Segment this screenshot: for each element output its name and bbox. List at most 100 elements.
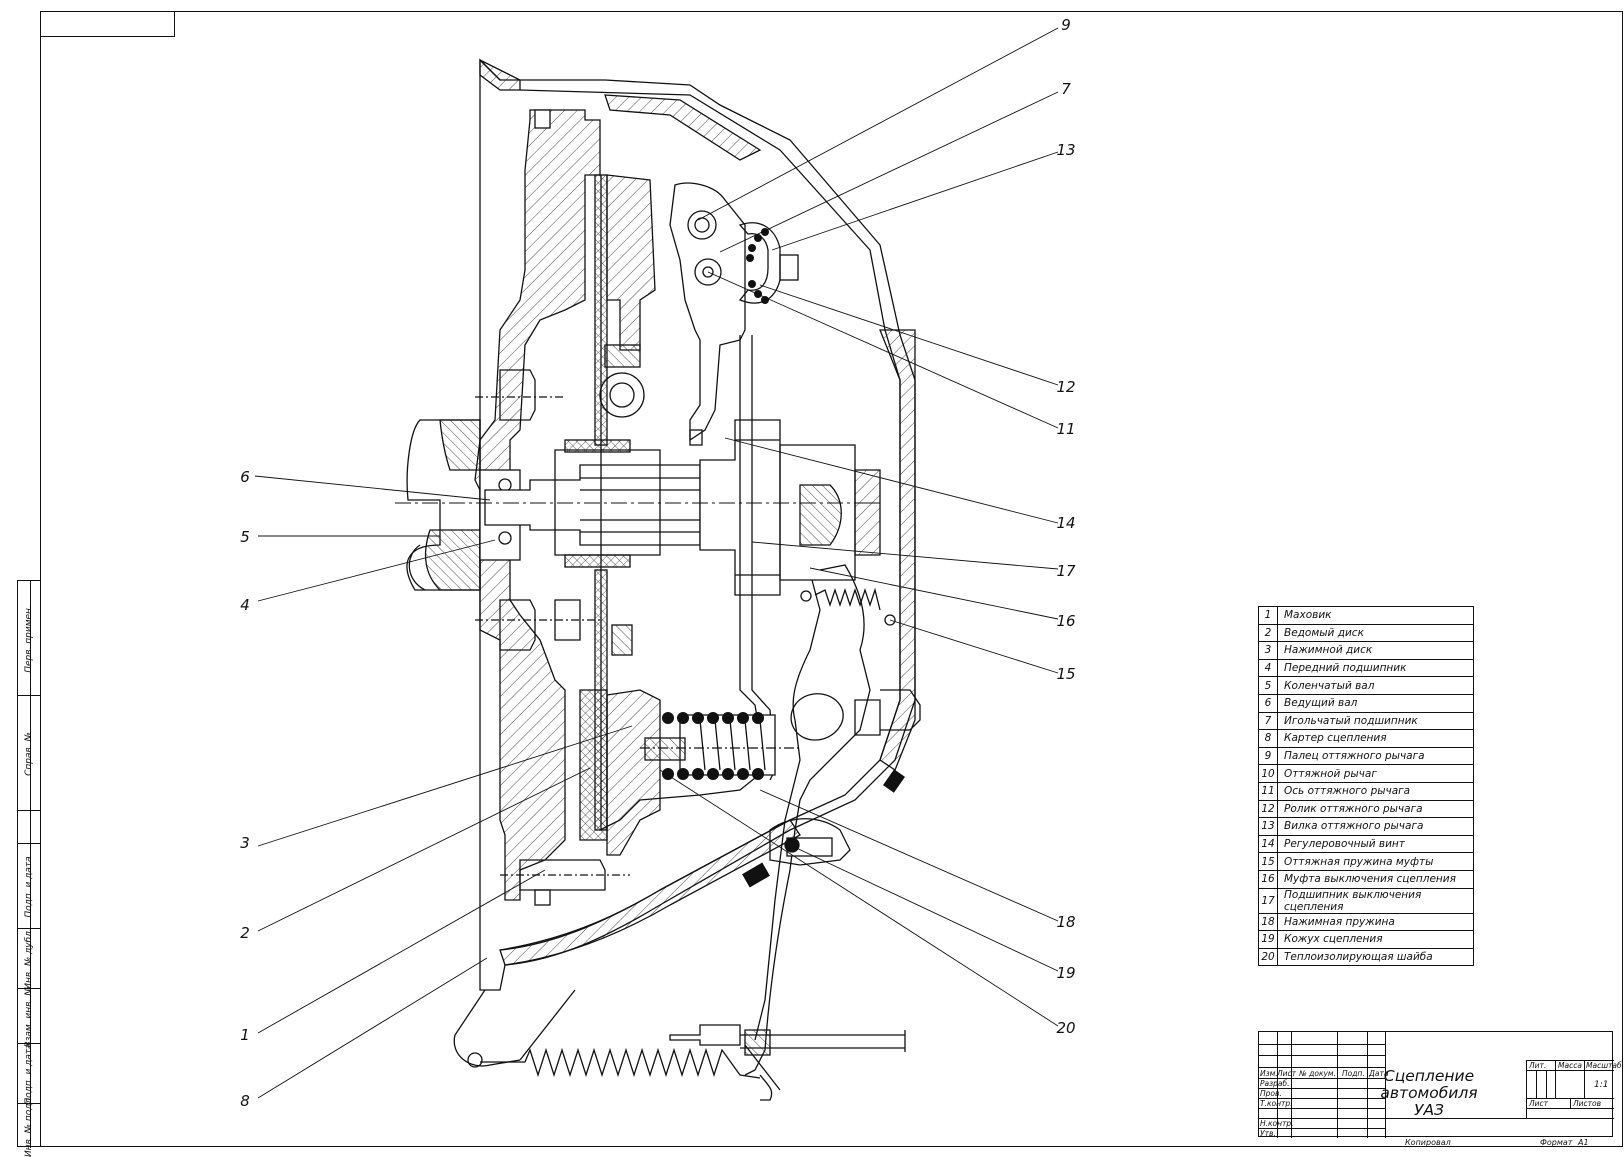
legend-part-name: Ролик оттяжного рычага bbox=[1277, 799, 1474, 819]
legend-number: 7 bbox=[1258, 711, 1278, 731]
legend-number: 16 bbox=[1258, 869, 1278, 889]
callout-9: 9 bbox=[1061, 16, 1071, 34]
callout-12: 12 bbox=[1056, 378, 1075, 396]
legend-number: 5 bbox=[1258, 676, 1278, 695]
title-block: Изм. Лист № докум. Подп. Дата Разраб. Пр… bbox=[1258, 1031, 1622, 1138]
legend-part-name: Оттяжная пружина муфты bbox=[1277, 852, 1474, 871]
callout-20: 20 bbox=[1056, 1019, 1075, 1037]
role-approved: Утв. bbox=[1260, 1129, 1276, 1138]
callout-15: 15 bbox=[1056, 665, 1075, 683]
scale-label: Масштаб bbox=[1586, 1061, 1622, 1070]
legend-number: 9 bbox=[1258, 746, 1278, 766]
callout-17: 17 bbox=[1056, 562, 1076, 580]
callout-16: 16 bbox=[1056, 612, 1075, 630]
sheet-frame bbox=[40, 11, 1623, 1147]
corner-stamp-box bbox=[40, 11, 175, 37]
header-list: Лист bbox=[1277, 1069, 1297, 1078]
legend-number: 15 bbox=[1258, 852, 1278, 871]
legend-number: 11 bbox=[1258, 781, 1278, 801]
legend-number: 12 bbox=[1258, 799, 1278, 819]
legend-part-name: Палец оттяжного рычага bbox=[1277, 746, 1474, 766]
legend-number: 14 bbox=[1258, 834, 1278, 854]
legend-part-name: Оттяжной рычаг bbox=[1277, 764, 1474, 783]
role-checker: Пров. bbox=[1260, 1089, 1282, 1098]
legend-number: 18 bbox=[1258, 912, 1278, 932]
role-norm-control: Н.контр. bbox=[1260, 1119, 1294, 1128]
legend-part-name: Ось оттяжного рычага bbox=[1277, 781, 1474, 801]
legend-part-name: Ведомый диск bbox=[1277, 623, 1474, 643]
legend-part-name: Маховик bbox=[1277, 606, 1474, 625]
legend-number: 8 bbox=[1258, 729, 1278, 748]
legend-number: 17 bbox=[1258, 887, 1278, 914]
callout-4: 4 bbox=[240, 596, 250, 614]
sheets-label: Листов bbox=[1573, 1099, 1602, 1108]
legend-number: 6 bbox=[1258, 693, 1278, 713]
header-sign: Подп. bbox=[1342, 1069, 1365, 1078]
legend-part-name: Вилка оттяжного рычага bbox=[1277, 817, 1474, 836]
legend-part-name: Игольчатый подшипник bbox=[1277, 711, 1474, 731]
role-developer: Разраб. bbox=[1260, 1079, 1290, 1088]
legend-part-name: Кожух сцепления bbox=[1277, 930, 1474, 949]
callout-13: 13 bbox=[1056, 141, 1075, 159]
mass-label: Масса bbox=[1558, 1061, 1582, 1070]
legend-number: 20 bbox=[1258, 947, 1278, 967]
copied-label: Копировал bbox=[1405, 1138, 1451, 1147]
legend-number: 1 bbox=[1258, 606, 1278, 625]
callout-6: 6 bbox=[240, 468, 250, 486]
callout-2: 2 bbox=[240, 924, 250, 942]
callout-18: 18 bbox=[1056, 913, 1075, 931]
callout-11: 11 bbox=[1056, 420, 1075, 438]
callout-19: 19 bbox=[1056, 964, 1075, 982]
legend-number: 10 bbox=[1258, 764, 1278, 783]
legend-number: 2 bbox=[1258, 623, 1278, 643]
lit-label: Лит. bbox=[1529, 1061, 1547, 1070]
header-izm: Изм. bbox=[1260, 1069, 1278, 1078]
format-label: Формат bbox=[1540, 1138, 1573, 1147]
legend-part-name: Передний подшипник bbox=[1277, 658, 1474, 678]
callout-7: 7 bbox=[1061, 80, 1071, 98]
callout-1: 1 bbox=[240, 1026, 250, 1044]
format-value: А1 bbox=[1578, 1138, 1589, 1147]
legend-part-name: Нажимная пружина bbox=[1277, 912, 1474, 932]
legend-number: 19 bbox=[1258, 930, 1278, 949]
legend-part-name: Ведущий вал bbox=[1277, 693, 1474, 713]
callout-14: 14 bbox=[1056, 514, 1075, 532]
scale-value: 1:1 bbox=[1594, 1080, 1609, 1090]
legend-part-name: Картер сцепления bbox=[1277, 729, 1474, 748]
sheet-label: Лист bbox=[1529, 1099, 1549, 1108]
legend-part-name: Теплоизолирующая шайба bbox=[1277, 947, 1474, 967]
callout-5: 5 bbox=[240, 528, 250, 546]
legend-part-name: Подшипник выключения сцепления bbox=[1277, 887, 1474, 914]
legend-part-name: Коленчатый вал bbox=[1277, 676, 1474, 695]
legend-number: 13 bbox=[1258, 817, 1278, 836]
header-doc-no: № докум. bbox=[1299, 1069, 1336, 1078]
callout-8: 8 bbox=[240, 1092, 250, 1110]
role-tech-control: Т.контр. bbox=[1260, 1099, 1293, 1108]
legend-number: 4 bbox=[1258, 658, 1278, 678]
callout-3: 3 bbox=[240, 834, 250, 852]
header-date: Дата bbox=[1369, 1069, 1389, 1078]
legend-part-name: Нажимной диск bbox=[1277, 641, 1474, 660]
side-strip: Перв. примен. Справ. № Подп. и дата Инв.… bbox=[17, 580, 40, 1157]
